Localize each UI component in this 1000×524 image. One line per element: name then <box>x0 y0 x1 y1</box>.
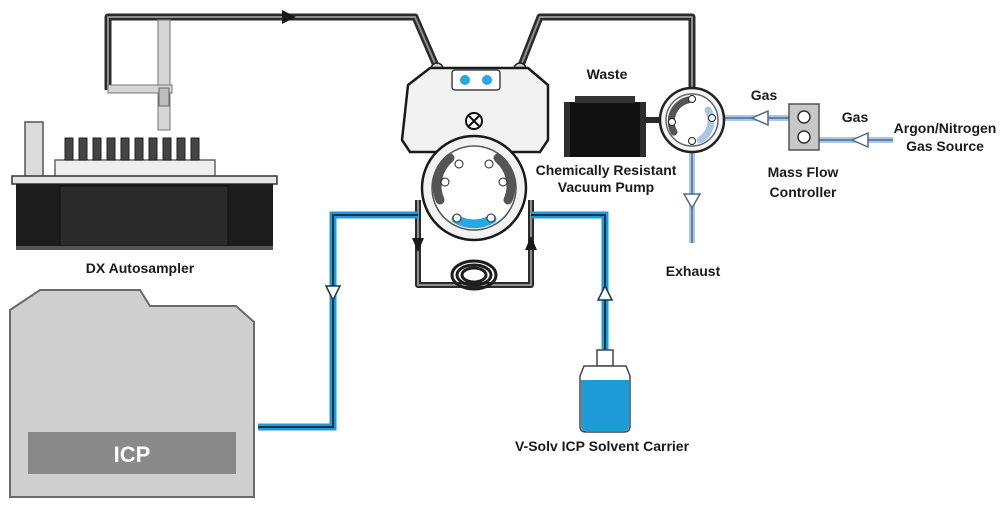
gas-label-left: Gas <box>751 87 778 103</box>
flow-arrow-carrier-up <box>596 284 614 301</box>
switching-valve <box>658 86 726 154</box>
gas-source-label-1: Argon/Nitrogen <box>894 120 997 136</box>
solvent-bottle <box>579 349 631 433</box>
vacuum-pump-label-1: Chemically Resistant <box>536 162 677 178</box>
flow-arrow-carrier-down <box>324 285 342 302</box>
icp-label: ICP <box>114 442 151 467</box>
carrier-tubing <box>258 211 609 431</box>
gas-source-label-2: Gas Source <box>906 138 984 154</box>
autosampler-label: DX Autosampler <box>86 260 195 276</box>
flow-arrow-gas-left <box>750 109 769 127</box>
mass-flow-controller <box>788 103 820 151</box>
waste-label: Waste <box>587 66 628 82</box>
flow-arrow-gas-right <box>850 131 869 149</box>
gas-label-right: Gas <box>842 109 869 125</box>
manifold-valve <box>400 62 550 242</box>
icp-instrument <box>9 289 255 498</box>
flow-arrow-down-left <box>412 238 424 252</box>
exhaust-label: Exhaust <box>666 263 721 279</box>
vacuum-pump <box>564 96 646 157</box>
flow-arrow-top <box>282 10 296 24</box>
flow-arrow-up-right <box>525 236 537 250</box>
sample-vials <box>64 137 200 161</box>
mfc-label-1: Mass Flow <box>768 164 839 180</box>
solvent-label: V-Solv ICP Solvent Carrier <box>515 438 690 454</box>
vacuum-pump-label-2: Vacuum Pump <box>558 179 654 195</box>
mfc-label-2: Controller <box>770 184 837 200</box>
flow-arrow-exhaust <box>682 193 702 210</box>
autosampler <box>11 19 278 250</box>
tubing-coil <box>450 259 498 291</box>
